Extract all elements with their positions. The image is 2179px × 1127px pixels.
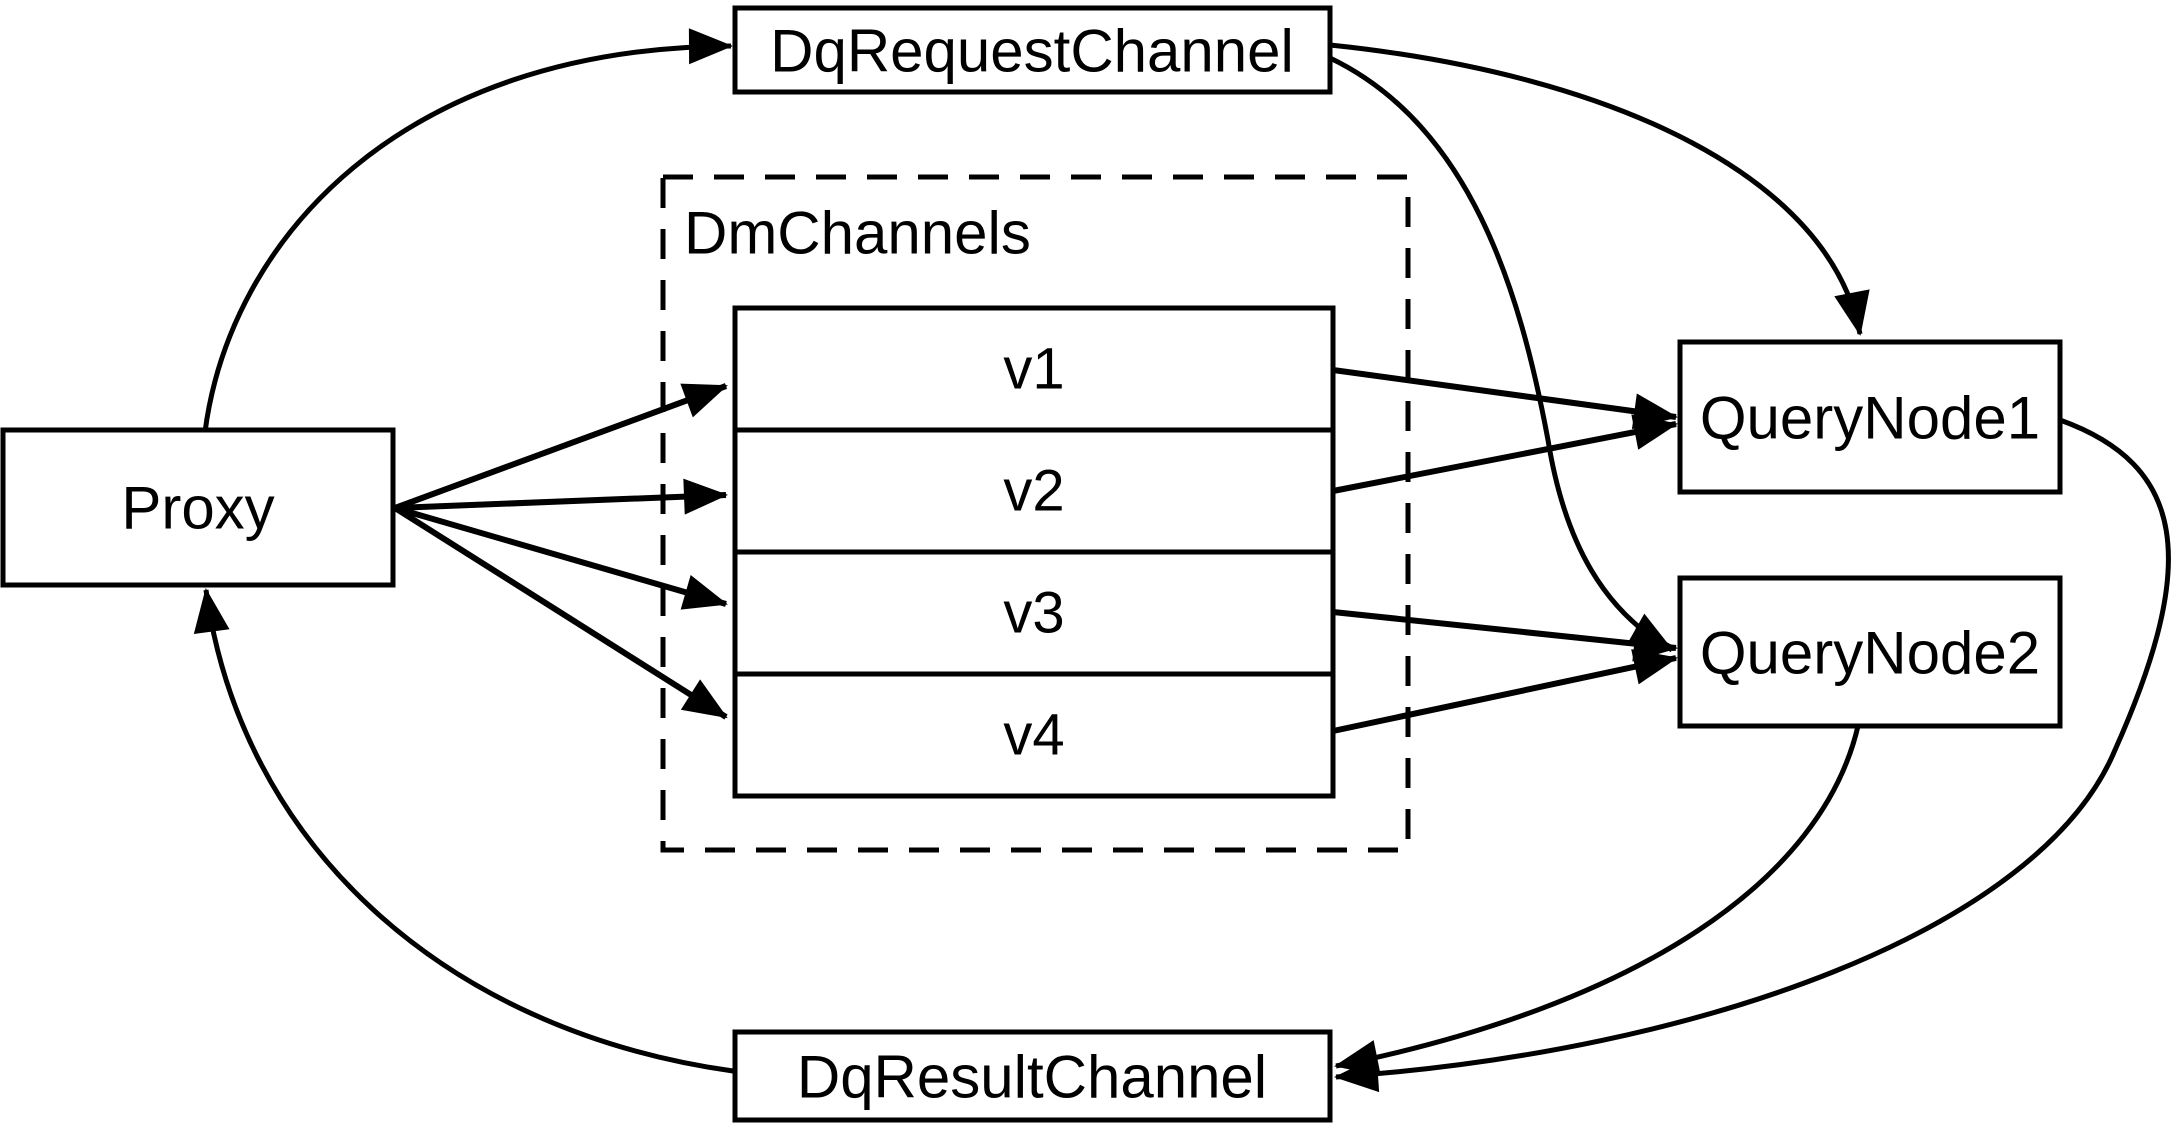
channel-v1-label: v1 [1003,337,1064,402]
query-node-2-node [1677,575,2063,729]
arrow-v1-to-query-node-1 [1332,367,1678,430]
dq-result-channel-node [732,1029,1333,1123]
dq-request-channel-node [732,5,1333,95]
query-node-1-label: QueryNode1 [1700,385,2040,452]
arrow-v3-to-query-node-2 [1332,609,1678,662]
dm-channels-group-box [660,174,1411,853]
channel-v4-label: v4 [1003,703,1064,768]
arrow-v2-to-query-node-1 [1332,414,1678,494]
proxy-node [0,427,396,588]
dm-channels-label: DmChannels [684,200,1031,267]
arrow-query-node-1-to-dq-result-channel [1334,417,2171,1093]
dq-result-channel-label: DqResultChannel [797,1044,1267,1111]
arrow-dq-request-channel-to-query-node-1 [1329,42,1870,336]
arrow-dq-request-channel-to-query-node-2 [1328,55,1674,653]
arrow-dq-result-channel-to-proxy [193,588,734,1074]
arrow-proxy-to-dq-request-channel [202,28,733,433]
arrow-v4-to-query-node-2 [1332,649,1678,734]
arrow-proxy-to-v1 [393,383,728,511]
query-node-1-node [1677,339,2063,495]
arrow-proxy-to-v2 [394,478,728,515]
arrow-query-node-2-to-dq-result-channel [1334,725,1861,1076]
dq-request-channel-label: DqRequestChannel [770,18,1294,85]
channel-v2-label: v2 [1003,459,1064,524]
channel-v3-label: v3 [1003,581,1064,646]
arrow-proxy-to-v3 [394,505,728,610]
proxy-label: Proxy [121,475,274,542]
query-node-2-label: QueryNode2 [1700,620,2040,687]
arrow-proxy-to-v4 [393,505,728,720]
